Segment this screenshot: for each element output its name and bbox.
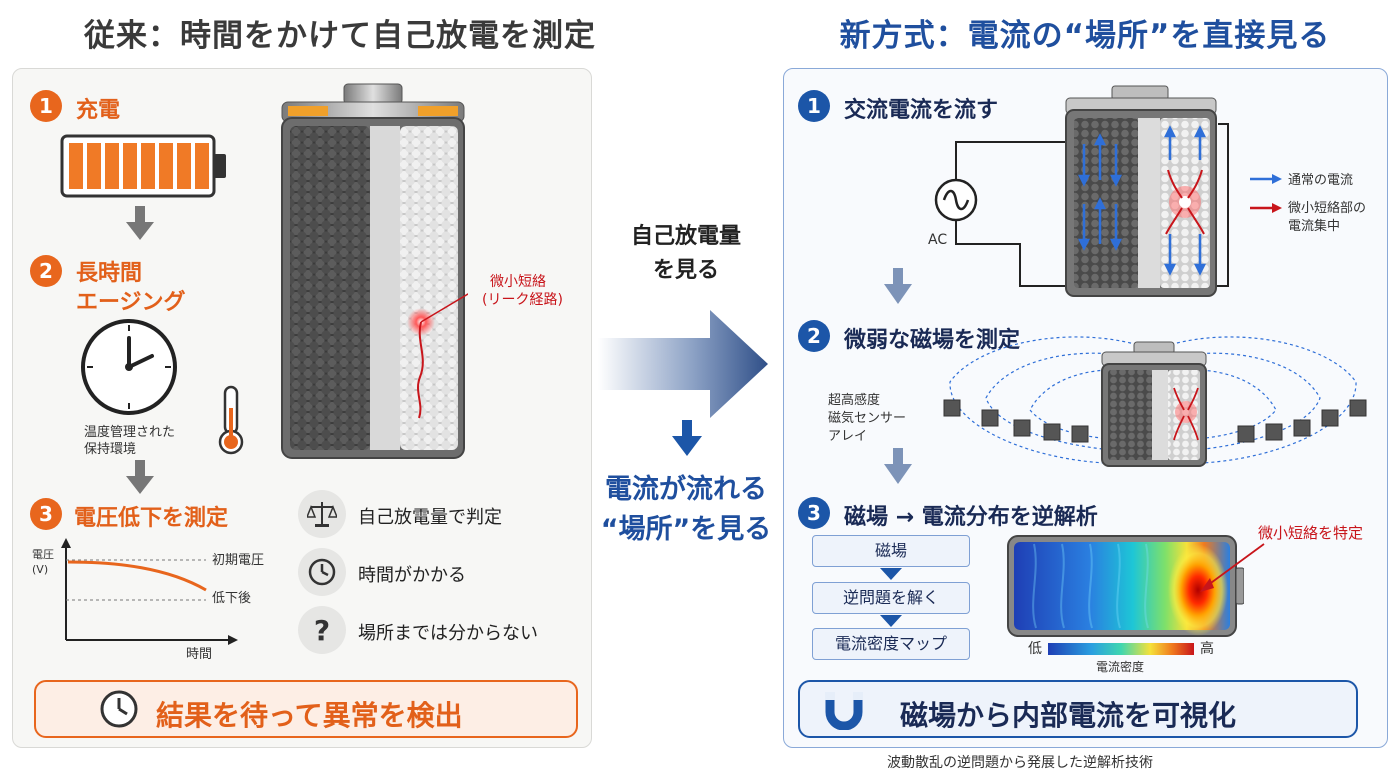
flow-step-magnetic-field: 磁場 xyxy=(812,535,970,567)
thermometer-icon xyxy=(218,385,244,455)
hotspot-callout-arrow-icon xyxy=(1200,543,1265,592)
sensor-line2: 磁気センサー xyxy=(828,411,907,426)
right-step3-label: 磁場 → 電流分布を逆解析 xyxy=(844,505,1098,530)
flow-step-inverse-problem: 逆問題を解く xyxy=(812,582,970,614)
heatmap-low-label: 低 xyxy=(1028,641,1042,657)
right-step1-number: 1 xyxy=(798,90,830,122)
step3-number: 3 xyxy=(30,498,62,530)
scale-icon xyxy=(298,490,346,538)
left-result-banner: 結果を待って異常を検出 xyxy=(34,680,578,738)
right-step2-label: 微弱な磁場を測定 xyxy=(844,328,1021,353)
graph-xlabel: 時間 xyxy=(186,647,213,662)
short-circuit-label-line1: 微小短絡 xyxy=(490,274,546,290)
sensor-line1: 超高感度 xyxy=(828,393,881,408)
sensor-line3: アレイ xyxy=(828,429,868,444)
down-arrow-icon xyxy=(126,460,154,494)
current-density-heatmap xyxy=(1007,535,1244,637)
small-down-arrow-icon xyxy=(880,568,902,580)
feature-self-discharge: 自己放電量で判定 xyxy=(358,507,502,528)
flow-step-current-map: 電流密度マップ xyxy=(812,628,970,660)
middle-bottom-text: 電流が流れる “場所”を見る xyxy=(596,470,776,550)
right-step3-number: 3 xyxy=(798,497,830,529)
graph-ylabel-line1: 電圧 xyxy=(32,548,54,561)
environment-line2: 保持環境 xyxy=(84,442,137,457)
down-arrow-icon xyxy=(672,420,702,456)
left-result-text: 結果を待って異常を検出 xyxy=(156,699,463,732)
heatmap-colorbar xyxy=(1048,643,1194,655)
blue-arrow-icon xyxy=(1250,174,1282,184)
ac-label: AC xyxy=(928,232,948,248)
heatmap-callout: 微小短絡を特定 xyxy=(1258,524,1364,542)
step1-label: 充電 xyxy=(76,98,121,123)
clock-icon xyxy=(81,319,177,415)
middle-bottom-line2: “場所”を見る xyxy=(600,514,772,545)
step2-label-line2: エージング xyxy=(76,290,186,315)
legend-short-line2: 電流集中 xyxy=(1288,219,1341,234)
down-arrow-icon xyxy=(884,268,912,304)
feature-takes-time: 時間がかかる xyxy=(358,565,466,586)
right-title: 新方式：電流の“場所”を直接見る xyxy=(839,18,1331,54)
ac-circuit-battery xyxy=(934,85,1229,297)
middle-top-line2: を見る xyxy=(652,258,719,283)
clock-icon xyxy=(100,690,138,728)
environment-line1: 温度管理された xyxy=(84,425,176,440)
middle-top-text: 自己放電量 を見る xyxy=(612,220,760,288)
short-circuit-label-line2: (リーク経路) xyxy=(482,292,563,308)
right-result-banner: 磁場から内部電流を可視化 xyxy=(798,680,1358,738)
heatmap-high-label: 高 xyxy=(1200,641,1214,657)
right-step1-label: 交流電流を流す xyxy=(844,98,999,123)
down-arrow-icon xyxy=(126,206,154,240)
voltage-drop-graph xyxy=(61,538,238,645)
left-title: 従来：時間をかけて自己放電を測定 xyxy=(84,18,596,54)
graph-initial-label: 初期電圧 xyxy=(212,553,265,568)
step3-label: 電圧低下を測定 xyxy=(74,506,229,531)
step1-number: 1 xyxy=(30,90,62,122)
step2-label-line1: 長時間 xyxy=(76,261,143,286)
small-down-arrow-icon xyxy=(880,615,902,627)
heatmap-axis-label: 電流密度 xyxy=(1096,660,1145,674)
red-arrow-icon xyxy=(1250,203,1282,213)
middle-top-line1: 自己放電量 xyxy=(630,224,741,249)
magnet-icon xyxy=(825,692,863,730)
graph-ylabel-line2: (V) xyxy=(32,563,49,576)
battery-cross-section xyxy=(281,83,468,459)
footer-note: 波動散乱の逆問題から発展した逆解析技術 xyxy=(887,755,1153,771)
middle-bottom-line1: 電流が流れる xyxy=(605,474,767,505)
right-result-text: 磁場から内部電流を可視化 xyxy=(900,699,1237,732)
graph-after-label: 低下後 xyxy=(212,591,252,606)
feature-location-unknown: 場所までは分からない xyxy=(358,623,538,644)
question-icon: ? xyxy=(298,606,346,654)
legend-normal-current: 通常の電流 xyxy=(1288,173,1354,188)
magnetic-sensor-array xyxy=(943,336,1367,467)
legend-short-line1: 微小短絡部の xyxy=(1288,201,1367,216)
down-arrow-icon xyxy=(884,448,912,484)
right-step2-number: 2 xyxy=(798,320,830,352)
full-battery-icon xyxy=(60,134,226,198)
step2-number: 2 xyxy=(30,255,62,287)
clock-small-icon xyxy=(298,548,346,596)
big-right-arrow-icon xyxy=(598,310,768,418)
